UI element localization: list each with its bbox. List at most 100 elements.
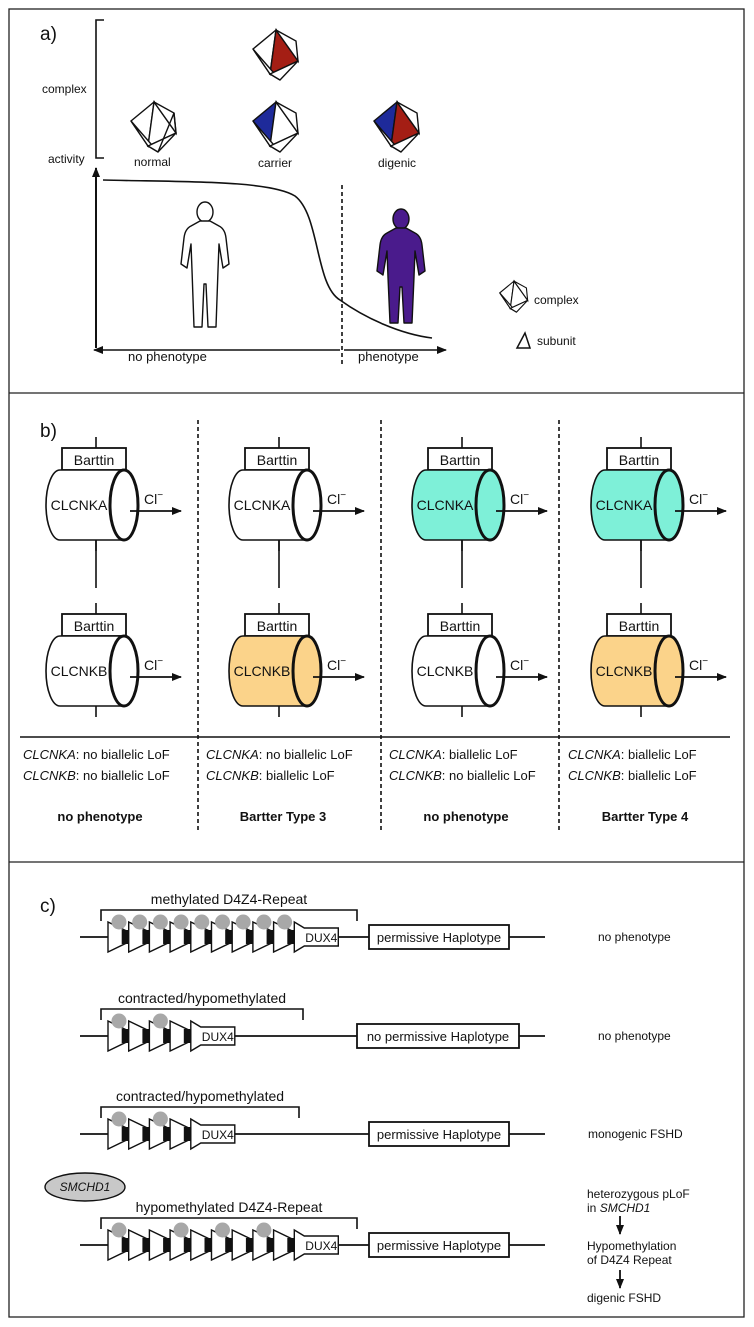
chloride-label: Cl− [144,656,163,673]
phenotype-outcome: no phenotype [423,809,508,824]
haplotype-box [356,1023,520,1049]
haplotype-label: no permissive Haplotype [367,1029,509,1044]
panel-c-label: c) [40,896,56,917]
channel-end-cap [291,634,323,708]
channel-body [590,469,670,541]
repeat-unit-core [121,1029,129,1043]
dux4-box [293,1228,339,1262]
cascade-line-2-prefix: in [587,1201,600,1215]
cascade-line-4: of D4Z4 Repeat [587,1253,672,1267]
row-outcome: monogenic FSHD [588,1127,683,1141]
barttin-label: Barttin [440,618,480,634]
dux4-label: DUX4 [202,1128,234,1142]
methylation-dot [111,1222,127,1238]
repeat-unit-core [163,930,171,944]
repeat-unit-core [121,1238,129,1252]
octahedron-normal [130,100,178,153]
clcnkb-status: CLCNKB: biallelic LoF [206,768,335,783]
channel-body [411,635,491,707]
row-outcome: no phenotype [598,1029,671,1043]
channel-body [411,469,491,541]
clcnka-status: CLCNKA: biallelic LoF [568,747,697,762]
cascade-line-3: Hypomethylation [587,1239,676,1253]
barttin-label: Barttin [440,452,480,468]
chloride-label: Cl− [510,656,529,673]
phenotype-outcome: Bartter Type 4 [602,809,689,824]
repeat-bracket [100,1217,358,1229]
repeat-bracket-label: contracted/hypomethylated [116,1088,284,1104]
x-label-no-phenotype: no phenotype [128,349,207,364]
methylation-dot [256,1222,272,1238]
methylation-dot [235,914,251,930]
clcnka-status: CLCNKA: no biallelic LoF [23,747,170,762]
methylation-dot [256,914,272,930]
legend-complex-label: complex [534,293,579,307]
chloride-label: Cl− [510,490,529,507]
smchd1-protein [44,1172,126,1202]
channel-body [228,469,308,541]
repeat-unit-core [266,930,274,944]
clcnka-status: CLCNKA: no biallelic LoF [206,747,353,762]
cascade-line-1: heterozygous pLoF [587,1187,690,1201]
repeat-unit-core [142,1029,150,1043]
repeat-unit-core [121,930,129,944]
repeat-unit-core [121,1127,129,1141]
methylation-dot [194,914,210,930]
haplotype-label: permissive Haplotype [377,1238,501,1253]
repeat-bracket-label: hypomethylated D4Z4-Repeat [136,1199,323,1215]
clcnkb-status: CLCNKB: no biallelic LoF [23,768,170,783]
methylation-dot [111,914,127,930]
barttin-label: Barttin [257,618,297,634]
clcnkb-status: CLCNKB: biallelic LoF [568,768,697,783]
repeat-unit-core [204,1238,212,1252]
methylation-dot [111,1111,127,1127]
person-icon-phenotype [376,208,426,324]
repeat-unit-core [142,930,150,944]
barttin-label: Barttin [257,452,297,468]
activity-curve [102,179,433,339]
dux4-label: DUX4 [305,1239,337,1253]
repeat-unit-core [142,1127,150,1141]
chloride-label: Cl− [327,490,346,507]
clcnkb-status: CLCNKB: no biallelic LoF [389,768,536,783]
repeat-unit-core [287,930,295,944]
phenotype-outcome: no phenotype [57,809,142,824]
channel-label-a: CLCNKA [596,497,653,513]
repeat-bracket-label: contracted/hypomethylated [118,990,286,1006]
methylation-dot [132,914,148,930]
repeat-unit-core [183,1029,191,1043]
repeat-unit-core [287,1238,295,1252]
chloride-label: Cl− [689,490,708,507]
channel-end-cap [108,468,140,542]
channel-end-cap [474,468,506,542]
channel-end-cap [653,468,685,542]
barttin-label: Barttin [619,452,659,468]
methylation-dot [152,1013,168,1029]
dux4-box [190,1019,236,1053]
legend-subunit-label: subunit [537,334,576,348]
person-icon-no-phenotype [180,201,230,328]
octahedron-carrier [252,100,300,153]
channel-label-b: CLCNKB [51,663,108,679]
state-digenic-label: digenic [378,156,416,170]
chloride-label: Cl− [327,656,346,673]
legend-complex-icon [498,279,529,313]
barttin-label: Barttin [619,618,659,634]
methylation-dot [215,914,230,930]
channel-end-cap [108,634,140,708]
